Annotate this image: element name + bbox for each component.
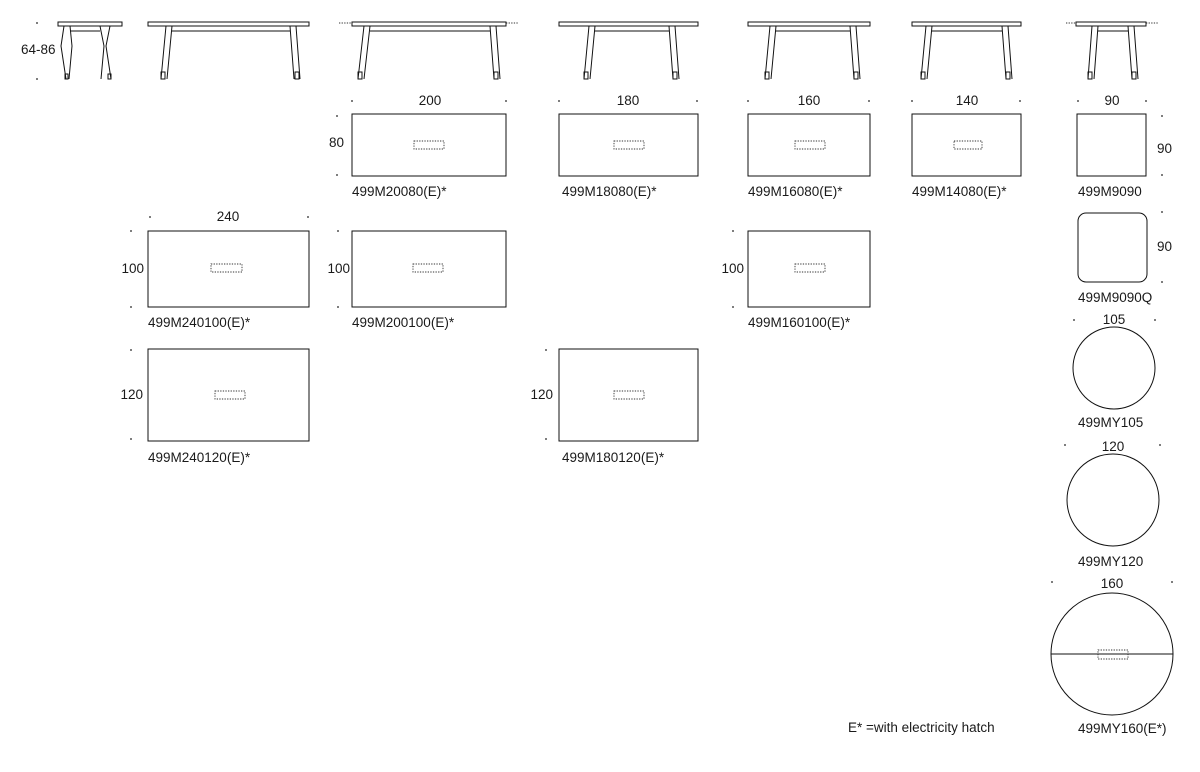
table-plan-499M9090Q: 90 499M9090Q bbox=[1077, 211, 1172, 305]
length-dimension: 180 bbox=[617, 93, 640, 108]
product-code: 499M200100(E)* bbox=[352, 315, 455, 330]
electricity-hatch bbox=[953, 140, 983, 150]
side-dimension: 90 bbox=[1157, 141, 1172, 156]
table-plan-499M200100: 100 499M200100(E)* bbox=[327, 230, 507, 330]
width-dimension: 100 bbox=[721, 261, 744, 276]
height-label: 64-86 bbox=[21, 42, 56, 57]
product-code: 499M16080(E)* bbox=[748, 184, 843, 199]
elevation-long-table-240 bbox=[147, 21, 310, 80]
table-plan-499M14080: 140 499M14080(E)* bbox=[911, 93, 1022, 199]
table-plan-499M20080: 200 80 499M20080(E)* bbox=[329, 93, 507, 199]
elevation-table-160 bbox=[747, 21, 871, 80]
length-dimension: 160 bbox=[798, 93, 821, 108]
table-plan-499MY160: 160 499MY160(E*) bbox=[1050, 576, 1174, 736]
height-dimension: 64-86 bbox=[21, 22, 56, 80]
product-code: 499MY160(E*) bbox=[1078, 721, 1167, 736]
legend-note: E* =with electricity hatch bbox=[848, 720, 995, 735]
table-plan-499M16080: 160 499M16080(E)* bbox=[747, 93, 871, 199]
electricity-hatch bbox=[413, 140, 445, 150]
top-dimension: 90 bbox=[1104, 93, 1119, 108]
table-plan-499MY105: 105 499MY105 bbox=[1072, 312, 1156, 430]
product-code: 499M9090Q bbox=[1078, 290, 1152, 305]
electricity-hatch bbox=[794, 140, 826, 150]
product-code: 499M160100(E)* bbox=[748, 315, 851, 330]
product-code: 499MY105 bbox=[1078, 415, 1143, 430]
elevation-round-table bbox=[1066, 21, 1158, 80]
product-code: 499MY120 bbox=[1078, 554, 1143, 569]
electricity-hatch bbox=[210, 263, 243, 273]
table-plan-499M18080: 180 499M18080(E)* bbox=[558, 93, 699, 199]
product-code: 499M20080(E)* bbox=[352, 184, 447, 199]
product-code: 499M18080(E)* bbox=[562, 184, 657, 199]
elevation-square-table bbox=[57, 21, 123, 80]
table-plan-499M240100: 240 100 499M240100(E)* bbox=[121, 209, 310, 330]
elevation-table-200 bbox=[339, 21, 518, 80]
product-code: 499M9090 bbox=[1078, 184, 1142, 199]
width-dimension: 100 bbox=[121, 261, 144, 276]
elevation-table-180 bbox=[558, 21, 699, 80]
width-dimension: 80 bbox=[329, 135, 344, 150]
electricity-hatch bbox=[794, 263, 826, 273]
side-dimension: 90 bbox=[1157, 239, 1172, 254]
width-dimension: 100 bbox=[327, 261, 350, 276]
diameter-dimension: 160 bbox=[1101, 576, 1124, 591]
electricity-hatch bbox=[1097, 649, 1129, 660]
elevation-table-140 bbox=[911, 21, 1022, 80]
table-plan-499M240120: 120 499M240120(E)* bbox=[120, 348, 310, 465]
table-plan-499M160100: 100 499M160100(E)* bbox=[721, 230, 871, 330]
diameter-dimension: 120 bbox=[1102, 439, 1125, 454]
table-plan-499MY120: 120 499MY120 bbox=[1064, 439, 1161, 569]
width-dimension: 120 bbox=[530, 387, 553, 402]
product-code: 499M240100(E)* bbox=[148, 315, 251, 330]
product-code: 499M180120(E)* bbox=[562, 450, 665, 465]
table-plan-499M180120: 120 499M180120(E)* bbox=[530, 348, 699, 465]
width-dimension: 120 bbox=[120, 387, 143, 402]
length-dimension: 200 bbox=[419, 93, 442, 108]
product-code: 499M14080(E)* bbox=[912, 184, 1007, 199]
electricity-hatch bbox=[412, 263, 444, 273]
length-dimension: 140 bbox=[956, 93, 979, 108]
electricity-hatch bbox=[214, 390, 246, 400]
electricity-hatch bbox=[613, 140, 645, 150]
table-plan-499M9090: 90 90 499M9090 bbox=[1076, 93, 1172, 199]
diameter-dimension: 105 bbox=[1103, 312, 1126, 327]
product-code: 499M240120(E)* bbox=[148, 450, 251, 465]
electricity-hatch bbox=[613, 390, 645, 400]
length-dimension: 240 bbox=[217, 209, 240, 224]
